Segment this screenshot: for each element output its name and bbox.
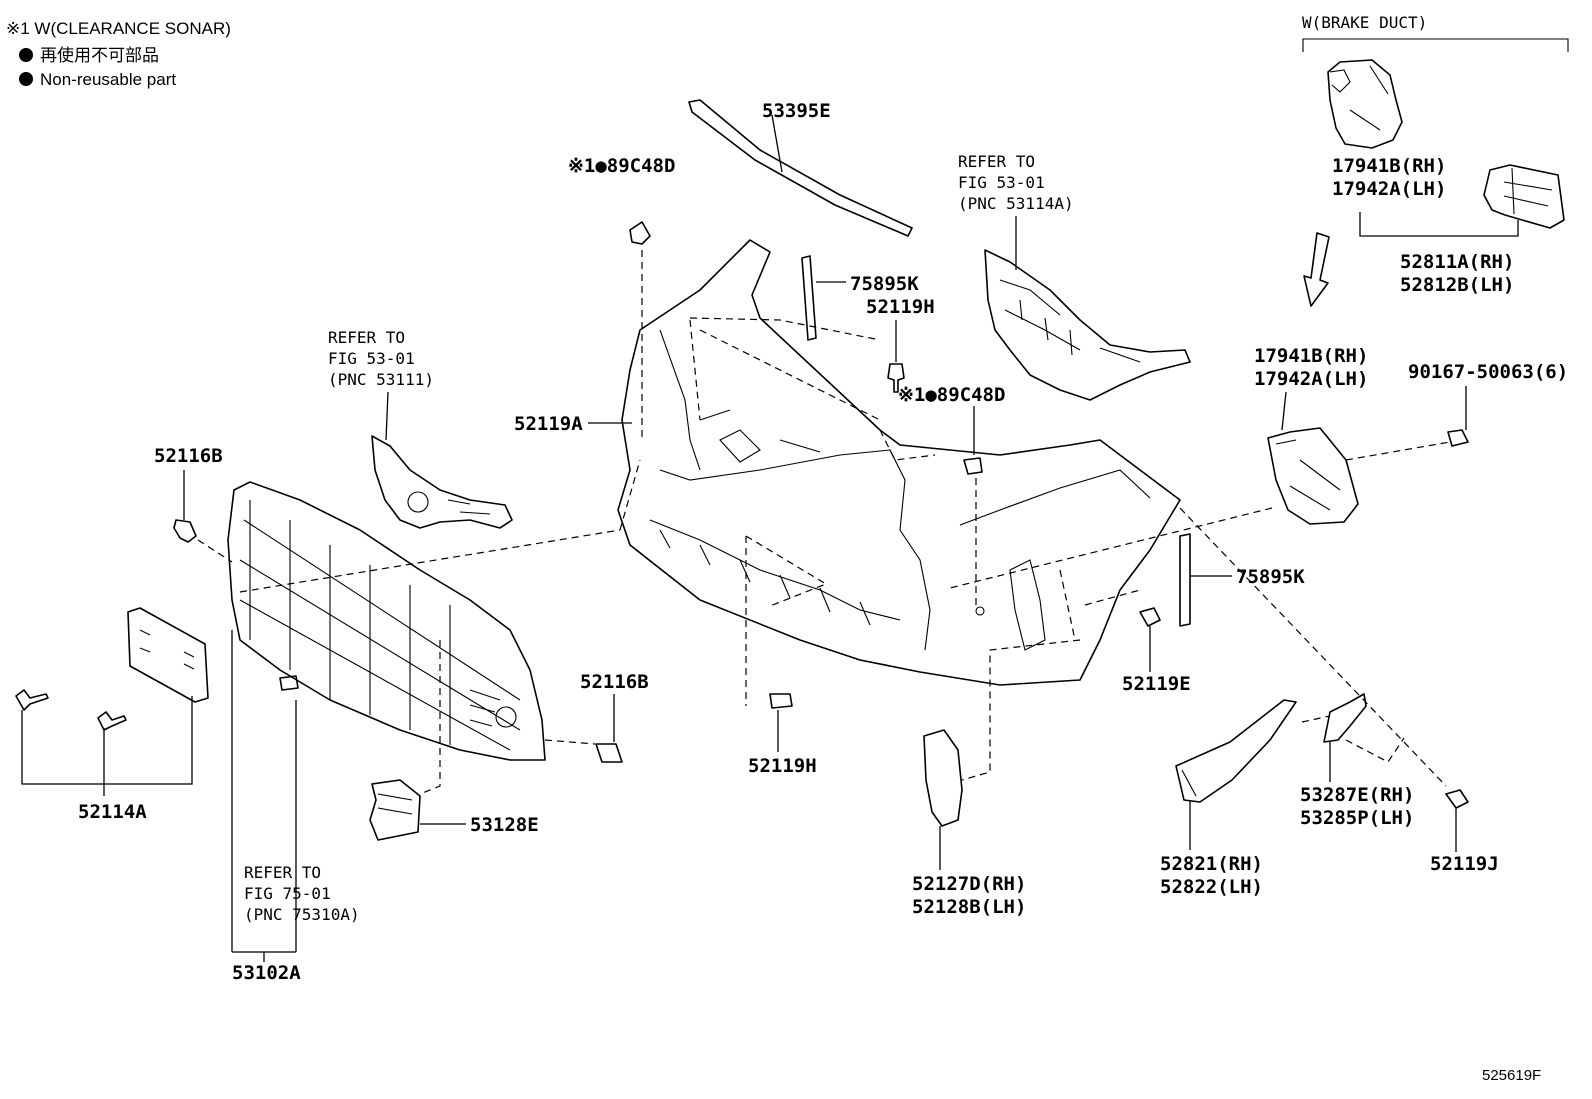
- clip-grille-shape: [279, 675, 299, 691]
- clip-52116b-mid-shape: [595, 743, 623, 763]
- license-bracket-shape: [127, 607, 209, 703]
- ref-53111-line1: REFER TO: [328, 328, 405, 347]
- label-53128e: 53128E: [470, 814, 539, 836]
- part-52119h-bottom: 52119H: [745, 535, 828, 777]
- screw-right-icon: [97, 711, 127, 731]
- label-75895k-right: 75895K: [1236, 566, 1305, 588]
- part-75895k-right: 75895K: [1179, 533, 1305, 627]
- label-89c48d-mid: ※1●89C48D: [898, 384, 1005, 406]
- label-52128b-lh: 52128B(LH): [912, 896, 1026, 918]
- reference-75310a: REFER TO FIG 75-01 (PNC 75310A): [244, 863, 360, 924]
- wheel-liner-front-shape: [1267, 427, 1359, 525]
- fog-cover-shape: [923, 729, 963, 827]
- direction-arrow-icon: [1303, 232, 1330, 307]
- brake-duct-bracket: [1302, 38, 1569, 52]
- part-53287e: 53287E(RH) 53285P(LH): [1300, 693, 1414, 829]
- part-52114a: 52114A: [15, 607, 209, 823]
- part-90167: 90167-50063(6): [1408, 361, 1568, 447]
- ref-53114a-line1: REFER TO: [958, 152, 1035, 171]
- ref-53114a-line3: (PNC 53114A): [958, 194, 1074, 213]
- label-53102a: 53102A: [232, 962, 301, 984]
- part-89c48d-top: ※1●89C48D: [568, 155, 675, 440]
- brake-duct-leader: [1359, 212, 1519, 237]
- legend-bullet-icon: [19, 72, 33, 86]
- part-52821: 52821(RH) 52822(LH): [1160, 699, 1297, 898]
- label-52119j: 52119J: [1430, 853, 1499, 875]
- label-52114a: 52114A: [78, 801, 147, 823]
- clip-52119h-bottom-shape: [769, 693, 793, 709]
- label-52119h-top: 52119H: [866, 296, 935, 318]
- label-52116b-mid: 52116B: [580, 671, 649, 693]
- label-52812b-lh: 52812B(LH): [1400, 274, 1514, 296]
- part-52119j: 52119J: [1179, 507, 1499, 875]
- ref-75310a-line2: FIG 75-01: [244, 884, 331, 903]
- label-52821-rh: 52821(RH): [1160, 853, 1263, 875]
- label-17942a-lh-top: 17942A(LH): [1332, 178, 1446, 200]
- part-89c48d-mid: ※1●89C48D: [898, 384, 1005, 605]
- part-17941b-mid: 17941B(RH) 17942A(LH): [949, 345, 1451, 589]
- ref-53114a-line2: FIG 53-01: [958, 173, 1045, 192]
- clip-89c48d-top-shape: [629, 221, 651, 245]
- legend: ※1 W(CLEARANCE SONAR) 再使用不可部品 Non-reusab…: [6, 19, 231, 89]
- extension-52821-shape: [1175, 699, 1297, 803]
- part-53128e: 53128E: [369, 640, 539, 841]
- label-17941b-rh-top: 17941B(RH): [1332, 155, 1446, 177]
- label-17941b-rh-mid: 17941B(RH): [1254, 345, 1368, 367]
- screw-90167-icon: [1447, 429, 1469, 447]
- reference-53114a: REFER TO FIG 53-01 (PNC 53114A): [958, 152, 1191, 401]
- label-53285p-lh: 53285P(LH): [1300, 807, 1414, 829]
- label-52119h-bottom: 52119H: [748, 755, 817, 777]
- figure-number: 525619F: [1482, 1067, 1541, 1084]
- clip-52119j-shape: [1445, 789, 1469, 809]
- legend-non-reusable-en: Non-reusable part: [40, 70, 176, 89]
- clip-89c48d-mid-shape: [963, 457, 983, 475]
- ref-53111-line3: (PNC 53111): [328, 370, 434, 389]
- ref-75310a-line1: REFER TO: [244, 863, 321, 882]
- grille-bracket-53111-shape: [371, 435, 513, 529]
- part-52119e: 52119E: [1059, 569, 1191, 695]
- part-52127d: 52127D(RH) 52128B(LH): [912, 639, 1081, 918]
- grille-bracket-53114a-shape: [984, 249, 1191, 401]
- brake-duct-group-label: W(BRAKE DUCT): [1302, 13, 1427, 32]
- reference-53111: REFER TO FIG 53-01 (PNC 53111): [328, 328, 513, 529]
- ref-75310a-line3: (PNC 75310A): [244, 905, 360, 924]
- clip-52119e-shape: [1139, 607, 1161, 627]
- label-52811a-rh: 52811A(RH): [1400, 251, 1514, 273]
- label-90167: 90167-50063(6): [1408, 361, 1568, 383]
- label-89c48d-top: ※1●89C48D: [568, 155, 675, 177]
- brake-duct-group: W(BRAKE DUCT) 17941B(RH) 17942A(LH) 5281…: [1302, 13, 1569, 307]
- legend-non-reusable-ja: 再使用不可部品: [40, 45, 159, 65]
- part-53395e: 53395E: [688, 99, 913, 237]
- part-52119a-bumper-cover: 52119A: [514, 239, 1181, 686]
- label-53395e: 53395E: [762, 100, 831, 122]
- clip-52116b-left-shape: [173, 519, 197, 543]
- label-52116b-left: 52116B: [154, 445, 223, 467]
- label-52119e: 52119E: [1122, 673, 1191, 695]
- label-75895k-top: 75895K: [850, 273, 919, 295]
- part-53102a-grille: 53102A: [227, 459, 641, 984]
- bracket-53128e-shape: [369, 779, 421, 841]
- part-52116b-mid: 52116B: [580, 671, 649, 763]
- clip-52119h-top-shape: [887, 363, 905, 393]
- brake-duct-cover-shape: [1327, 59, 1403, 149]
- label-52127d-rh: 52127D(RH): [912, 873, 1026, 895]
- part-52119h-top: 52119H: [866, 296, 935, 393]
- part-75895k-top: 75895K: [801, 255, 919, 341]
- legend-note: ※1 W(CLEARANCE SONAR): [6, 19, 231, 38]
- ref-53111-line2: FIG 53-01: [328, 349, 415, 368]
- label-52822-lh: 52822(LH): [1160, 876, 1263, 898]
- label-17942a-lh-mid: 17942A(LH): [1254, 368, 1368, 390]
- label-52119a: 52119A: [514, 413, 583, 435]
- bracket-53287e-shape: [1323, 693, 1367, 743]
- screw-left-icon: [15, 689, 49, 711]
- brake-duct-shape: [1483, 164, 1565, 229]
- part-52116b-left: 52116B: [154, 445, 233, 563]
- legend-bullet-icon: [19, 48, 33, 62]
- label-53287e-rh: 53287E(RH): [1300, 784, 1414, 806]
